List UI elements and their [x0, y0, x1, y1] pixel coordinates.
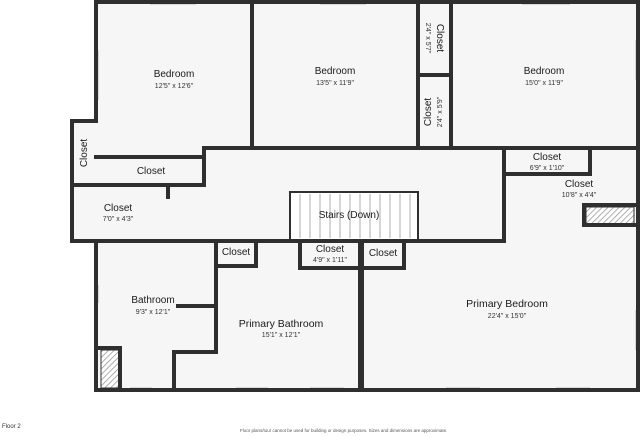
- room-closet-right-1-name: Closet: [533, 152, 562, 163]
- room-bathroom-dims: 9'3" x 12'1": [136, 309, 171, 316]
- room-bathroom: Bathroom 9'3" x 12'1": [131, 295, 174, 316]
- room-closet-right-1-dims: 6'9" x 1'10": [530, 165, 565, 172]
- room-closet-left-vertical: Closet: [79, 139, 90, 168]
- stairs: [289, 191, 419, 241]
- room-primary-bedroom: Primary Bedroom 22'4" x 15'0": [466, 298, 548, 320]
- room-closet-hall-3: Closet: [369, 248, 398, 259]
- disclaimer-text: Floor plans/tour cannot be used for buil…: [240, 428, 448, 433]
- room-bedroom-3-name: Bedroom: [524, 66, 565, 77]
- room-closet-hall-1-name: Closet: [222, 247, 251, 258]
- room-bedroom-2-dims: 13'5" x 11'9": [316, 80, 354, 87]
- hatched-area-primary-closet: [585, 206, 635, 226]
- room-bedroom-1: Bedroom 12'5" x 12'6": [154, 69, 195, 90]
- room-stairs: Stairs (Down): [319, 210, 380, 221]
- room-bedroom-1-dims: 12'5" x 12'6": [155, 83, 194, 90]
- room-closet-right-2: Closet 10'8" x 4'4": [562, 179, 597, 199]
- room-closet-right-1: Closet 6'9" x 1'10": [530, 152, 565, 172]
- room-primary-bedroom-name: Primary Bedroom: [466, 298, 548, 310]
- room-closet-left-vertical-name: Closet: [79, 139, 90, 168]
- room-closet-top-2: Closet 2'4" x 5'9": [423, 96, 444, 127]
- room-closet-hall-2-name: Closet: [316, 244, 345, 255]
- room-closet-top-2-dims: 2'4" x 5'9": [437, 96, 444, 127]
- room-bedroom-2-name: Bedroom: [315, 66, 356, 77]
- room-closet-hall-1: Closet: [222, 247, 251, 258]
- room-bedroom-3-dims: 15'0" x 11'9": [525, 80, 563, 87]
- room-closet-hall-3-name: Closet: [369, 248, 398, 259]
- room-bathroom-name: Bathroom: [131, 295, 174, 306]
- walls: [70, 0, 640, 392]
- room-closet-hall-2-dims: 4'9" x 1'11": [313, 257, 347, 264]
- room-primary-bathroom: Primary Bathroom 15'1" x 12'1": [239, 318, 324, 339]
- hatched-area-bathroom: [100, 349, 120, 389]
- room-primary-bathroom-name: Primary Bathroom: [239, 318, 324, 330]
- room-closet-top-1-name: Closet: [434, 24, 445, 53]
- room-stairs-name: Stairs (Down): [319, 210, 380, 221]
- room-closet-left-horizontal: Closet: [137, 166, 166, 177]
- room-closet-left-horizontal-name: Closet: [137, 166, 166, 177]
- room-closet-right-2-dims: 10'8" x 4'4": [562, 192, 597, 199]
- floor-label: Floor 2: [2, 424, 21, 430]
- room-closet-top-1: Closet 2'4" x 5'7": [424, 23, 445, 54]
- room-primary-bedroom-dims: 22'4" x 15'0": [488, 313, 527, 320]
- room-closet-hall-2: Closet 4'9" x 1'11": [313, 244, 347, 264]
- room-primary-bathroom-dims: 15'1" x 12'1": [262, 332, 301, 339]
- room-closet-left-mid: Closet 7'0" x 4'3": [103, 203, 134, 223]
- room-closet-top-2-name: Closet: [423, 98, 434, 127]
- room-closet-left-mid-dims: 7'0" x 4'3": [103, 216, 134, 223]
- room-closet-top-1-dims: 2'4" x 5'7": [424, 23, 431, 54]
- room-closet-left-mid-name: Closet: [104, 203, 133, 214]
- room-closet-right-2-name: Closet: [565, 179, 594, 190]
- room-bedroom-1-name: Bedroom: [154, 69, 195, 80]
- room-bedroom-3: Bedroom 15'0" x 11'9": [524, 66, 565, 87]
- room-bedroom-2: Bedroom 13'5" x 11'9": [315, 66, 356, 87]
